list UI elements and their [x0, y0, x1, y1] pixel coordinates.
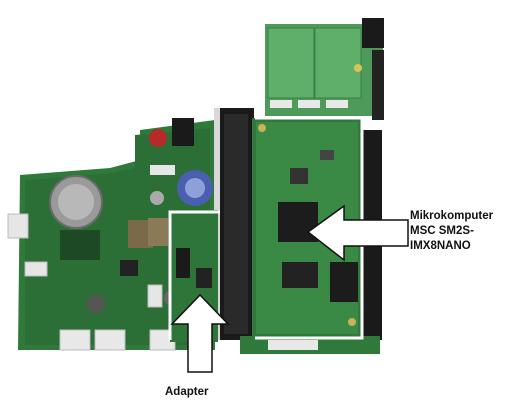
carrier-board: [7, 118, 215, 351]
microcomputer-label-line-2: MSC SM2S-: [410, 225, 474, 237]
top-module-board: [265, 18, 384, 120]
sodimm-connector: [214, 108, 254, 340]
microcomputer-label-line-1: Mikrokomputer: [410, 210, 494, 222]
arrow-up-icon: [170, 293, 230, 373]
arrow-left-icon: [306, 204, 409, 262]
adapter-label: Adapter: [165, 386, 209, 398]
microcomputer-label-line-3: IMX8NANO: [410, 240, 471, 252]
microcomputer-label: Mikrokomputer MSC SM2S- IMX8NANO: [410, 209, 500, 254]
